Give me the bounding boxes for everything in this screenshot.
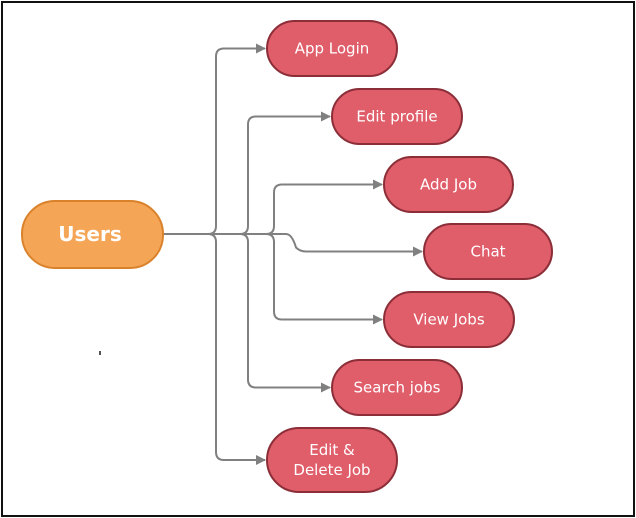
connector-app-login: [163, 43, 266, 235]
connector-chat: [163, 233, 423, 257]
node-label: Edit profile: [356, 108, 437, 126]
node-label-line: Chat: [470, 243, 505, 261]
node-label-line: Edit &: [309, 441, 355, 459]
node-edit-delete-job[interactable]: Edit & Delete Job: [266, 427, 398, 493]
connector-search-jobs: [163, 233, 331, 393]
root-node-users[interactable]: Users: [21, 200, 164, 269]
node-add-job[interactable]: Add Job: [383, 156, 514, 213]
node-shape: [266, 20, 398, 77]
node-label: View Jobs: [413, 311, 484, 329]
node-label-line: Delete Job: [293, 461, 370, 479]
node-edit-profile[interactable]: Edit profile: [331, 88, 463, 145]
connector-add-job: [163, 179, 383, 235]
node-label: Chat: [470, 243, 505, 261]
node-search-jobs[interactable]: Search jobs: [331, 359, 463, 416]
connector-view-jobs: [163, 233, 383, 325]
root-label: Users: [58, 222, 121, 246]
connector-edit-delete-job: [163, 233, 266, 465]
node-label: Edit & Delete Job: [293, 441, 370, 479]
node-label-line: Search jobs: [354, 379, 441, 397]
node-label: App Login: [295, 40, 370, 58]
node-chat[interactable]: Chat: [423, 223, 553, 280]
node-shape: [266, 427, 398, 493]
node-shape: [423, 223, 553, 280]
node-label-line: App Login: [295, 40, 370, 58]
node-shape: [331, 359, 463, 416]
connectors: [163, 43, 423, 465]
stray-dot: [99, 351, 101, 355]
node-app-login[interactable]: App Login: [266, 20, 398, 77]
node-shape: [383, 156, 514, 213]
node-label: Search jobs: [354, 379, 441, 397]
node-shape: [383, 291, 515, 348]
node-label-line: Add Job: [420, 176, 477, 194]
node-shape: [331, 88, 463, 145]
root-shape: [21, 200, 164, 269]
node-label-line: View Jobs: [413, 311, 484, 329]
node-label-line: Edit profile: [356, 108, 437, 126]
node-view-jobs[interactable]: View Jobs: [383, 291, 515, 348]
node-label: Add Job: [420, 176, 477, 194]
connector-edit-profile: [163, 111, 331, 235]
